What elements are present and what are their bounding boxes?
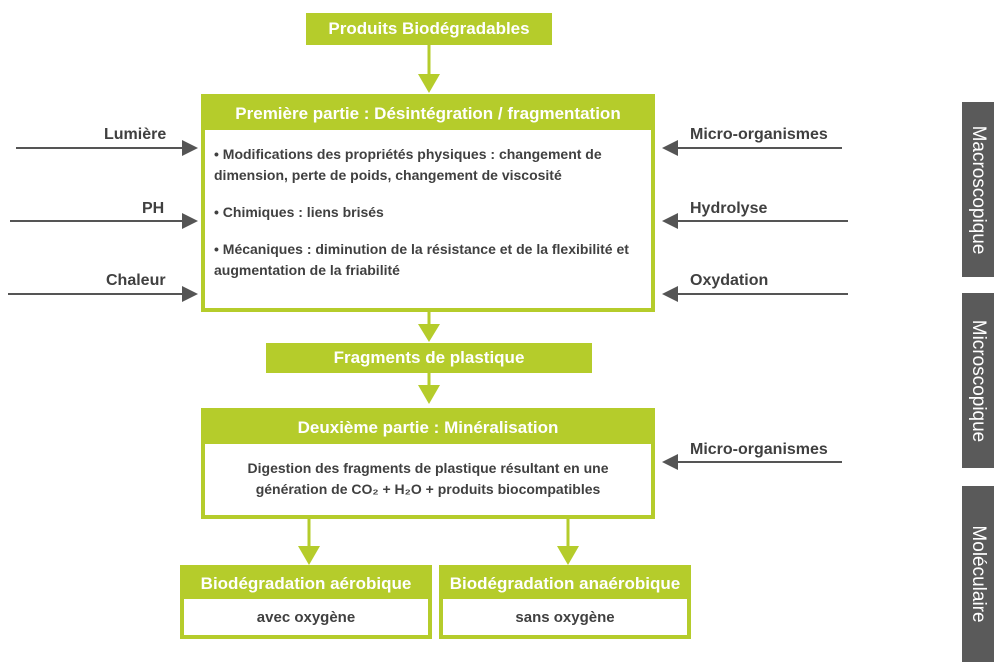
part1-box: Première partie : Désintégration / fragm… <box>201 94 655 312</box>
input-arrow-micro-organismes-2 <box>662 454 842 470</box>
part2-box: Deuxième partie : Minéralisation Digesti… <box>201 408 655 519</box>
flow-arrow-anaerobic <box>557 518 579 565</box>
aerobic-box: Biodégradation aérobique avec oxygène <box>180 565 432 639</box>
aerobic-title: Biodégradation aérobique <box>184 569 428 599</box>
bullet-mechanical: • Mécaniques : diminution de la résistan… <box>214 241 629 278</box>
flow-arrow-top <box>418 44 440 93</box>
aerobic-sub: avec oxygène <box>256 609 356 626</box>
bullet-physical: • Modifications des propriétés physiques… <box>214 146 602 183</box>
flow-arrow-aerobic <box>298 518 320 565</box>
plastic-fragments-label: Fragments de plastique <box>266 343 592 373</box>
scale-tab-molecular: Moléculaire <box>962 486 994 662</box>
input-arrow-chaleur <box>8 286 198 302</box>
part2-title: Deuxième partie : Minéralisation <box>205 412 651 444</box>
input-label-hydrolyse: Hydrolyse <box>690 200 768 217</box>
flow-arrow-fragments-part2 <box>418 372 440 404</box>
scale-label-molecular: Moléculaire <box>968 525 989 623</box>
input-label-lumiere: Lumière <box>104 126 167 143</box>
input-arrow-lumiere <box>16 140 198 156</box>
biodegradable-products-label: Produits Biodégradables <box>306 13 552 45</box>
input-arrow-ph <box>10 213 198 229</box>
scale-tab-microscopic: Microscopique <box>962 293 994 468</box>
anaerobic-box: Biodégradation anaérobique sans oxygène <box>439 565 691 639</box>
input-label-ph: PH <box>142 200 165 217</box>
part2-text: Digestion des fragments de plastique rés… <box>247 460 609 497</box>
bullet-chemical: • Chimiques : liens brisés <box>214 204 384 220</box>
scale-label-macroscopic: Macroscopique <box>968 125 989 254</box>
part1-title: Première partie : Désintégration / fragm… <box>205 98 651 130</box>
scale-tab-macroscopic: Macroscopique <box>962 102 994 277</box>
anaerobic-sub: sans oxygène <box>515 609 615 626</box>
scale-label-microscopic: Microscopique <box>968 319 989 442</box>
input-arrow-micro-organismes <box>662 140 842 156</box>
input-arrow-hydrolyse <box>662 213 848 229</box>
input-label-micro-organismes-part2: Micro-organismes <box>690 441 828 458</box>
input-arrow-oxydation <box>662 286 848 302</box>
input-label-oxydation: Oxydation <box>690 272 769 289</box>
input-label-chaleur: Chaleur <box>106 272 166 289</box>
flow-arrow-part1-fragments <box>418 311 440 342</box>
anaerobic-title: Biodégradation anaérobique <box>443 569 687 599</box>
input-label-micro-organismes: Micro-organismes <box>690 126 828 143</box>
